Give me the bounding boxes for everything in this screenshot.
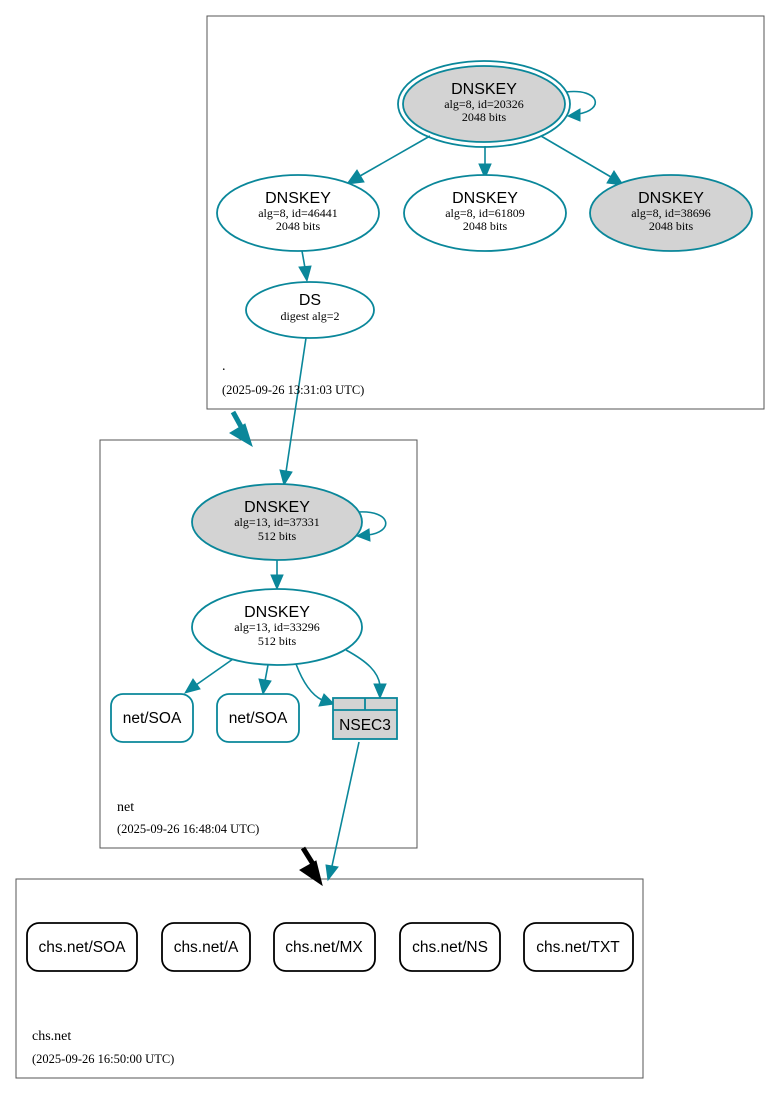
net-zsk-info: alg=13, id=33296 [234, 620, 320, 634]
net-zone-date: (2025-09-26 16:48:04 UTC) [117, 822, 259, 836]
edge-net-zsk-soa1 [195, 658, 234, 686]
root-ksk-ellipse [402, 65, 566, 143]
edge-root-ksk-self [565, 90, 597, 115]
chs-mx-label: chs.net/MX [285, 939, 363, 956]
root-zsk1-bits: 2048 bits [276, 219, 321, 233]
net-nsec3-node: NSEC3 [332, 697, 398, 740]
chs-zone-date: (2025-09-26 16:50:00 UTC) [32, 1052, 174, 1066]
net-soa1-label: net/SOA [123, 710, 182, 727]
chs-ns-label: chs.net/NS [412, 939, 488, 956]
root-ds-title: DS [299, 292, 321, 309]
chs-a-node: chs.net/A [161, 922, 251, 972]
root-zsk3-title: DNSKEY [638, 190, 704, 207]
chs-ns-node: chs.net/NS [399, 922, 501, 972]
arrowhead-root-ksk-self [566, 108, 581, 122]
net-zsk-bits: 512 bits [258, 634, 297, 648]
net-soa2-label: net/SOA [229, 710, 288, 727]
edge-net-zsk-soa2 [264, 664, 269, 682]
net-ksk-bits: 512 bits [258, 529, 297, 543]
root-ksk-title: DNSKEY [451, 81, 517, 98]
edge-ds-to-net-ksk [285, 337, 307, 473]
chs-mx-box [273, 922, 376, 972]
root-ksk-info: alg=8, id=20326 [444, 97, 524, 111]
arrowhead-net-zsk-soa2 [258, 678, 272, 696]
net-zsk-node: DNSKEY alg=13, id=33296 512 bits [191, 588, 363, 666]
edge-net-zsk-nsec3-b [345, 649, 381, 686]
root-zsk2-bits: 2048 bits [463, 219, 508, 233]
root-ksk-node: DNSKEY alg=8, id=20326 2048 bits [397, 60, 571, 148]
root-ksk-outer-ring [397, 60, 571, 148]
root-zsk1-node: DNSKEY alg=8, id=46441 2048 bits [216, 174, 380, 252]
root-zsk1-ellipse [216, 174, 380, 252]
net-soa2-node: net/SOA [216, 693, 300, 743]
root-ksk-bits: 2048 bits [462, 110, 507, 124]
root-zone-name: . [222, 359, 226, 374]
net-nsec3-label: NSEC3 [339, 717, 391, 734]
chs-txt-box [523, 922, 634, 972]
edge-net-ksk-self [357, 511, 387, 536]
arrowhead-ds-to-net-ksk [279, 469, 293, 487]
root-zsk1-info: alg=8, id=46441 [258, 206, 338, 220]
chs-txt-node: chs.net/TXT [523, 922, 634, 972]
root-zsk2-node: DNSKEY alg=8, id=61809 2048 bits [403, 174, 567, 252]
root-zsk2-ellipse [403, 174, 567, 252]
chs-ns-box [399, 922, 501, 972]
net-ksk-info: alg=13, id=37331 [234, 515, 320, 529]
edge-root-ksk-zsk3 [540, 135, 612, 178]
root-zsk3-node: DNSKEY alg=8, id=38696 2048 bits [589, 174, 753, 252]
chs-a-label: chs.net/A [174, 939, 239, 956]
arrowhead-net-zsk-nsec3-a [318, 693, 336, 707]
chs-mx-node: chs.net/MX [273, 922, 376, 972]
root-zone-date: (2025-09-26 13:31:03 UTC) [222, 383, 364, 397]
arrowhead-net-zsk-soa1 [183, 678, 201, 694]
root-zsk3-bits: 2048 bits [649, 219, 694, 233]
arrowhead-net-ksk-zsk [270, 574, 284, 591]
root-ds-node: DS digest alg=2 [245, 281, 375, 339]
arrowhead-delegation-root-net [229, 423, 253, 448]
chs-soa-box [26, 922, 138, 972]
arrowhead-root-ksk-zsk3 [606, 170, 624, 186]
root-ds-info: digest alg=2 [280, 309, 339, 323]
chs-a-box [161, 922, 251, 972]
arrowhead-root-zsk1-ds [298, 265, 312, 283]
arrowhead-root-ksk-zsk2 [478, 163, 492, 180]
edge-root-ksk-zsk1 [359, 135, 431, 177]
edge-net-zsk-nsec3-a [295, 663, 323, 701]
arrowhead-delegation-net-chs [299, 860, 323, 887]
net-ksk-ellipse [191, 483, 363, 561]
zone-chs-box [15, 878, 644, 1079]
edge-root-zsk1-ds [301, 250, 306, 269]
delegation-net-chs [300, 846, 316, 866]
root-ds-ellipse [245, 281, 375, 339]
chs-txt-label: chs.net/TXT [536, 939, 620, 956]
arrowhead-net-ksk-self [355, 528, 371, 542]
chs-soa-node: chs.net/SOA [26, 922, 138, 972]
arrowhead-nsec3-to-chs [325, 864, 339, 882]
root-zsk3-info: alg=8, id=38696 [631, 206, 711, 220]
net-soa2-box [216, 693, 300, 743]
root-zsk2-info: alg=8, id=61809 [445, 206, 525, 220]
arrowhead-net-zsk-nsec3-b [373, 683, 387, 700]
chs-soa-label: chs.net/SOA [38, 939, 126, 956]
net-zsk-title: DNSKEY [244, 604, 310, 621]
net-ksk-node: DNSKEY alg=13, id=37331 512 bits [191, 483, 363, 561]
net-soa1-box [110, 693, 194, 743]
edge-nsec3-to-chs [331, 741, 360, 867]
net-soa1-node: net/SOA [110, 693, 194, 743]
net-ksk-title: DNSKEY [244, 499, 310, 516]
arrowhead-root-ksk-zsk1 [345, 169, 365, 185]
root-zsk3-ellipse [589, 174, 753, 252]
net-zsk-ellipse [191, 588, 363, 666]
root-zsk2-title: DNSKEY [452, 190, 518, 207]
root-zsk1-title: DNSKEY [265, 190, 331, 207]
net-zone-name: net [117, 800, 134, 815]
chs-zone-name: chs.net [32, 1029, 71, 1044]
